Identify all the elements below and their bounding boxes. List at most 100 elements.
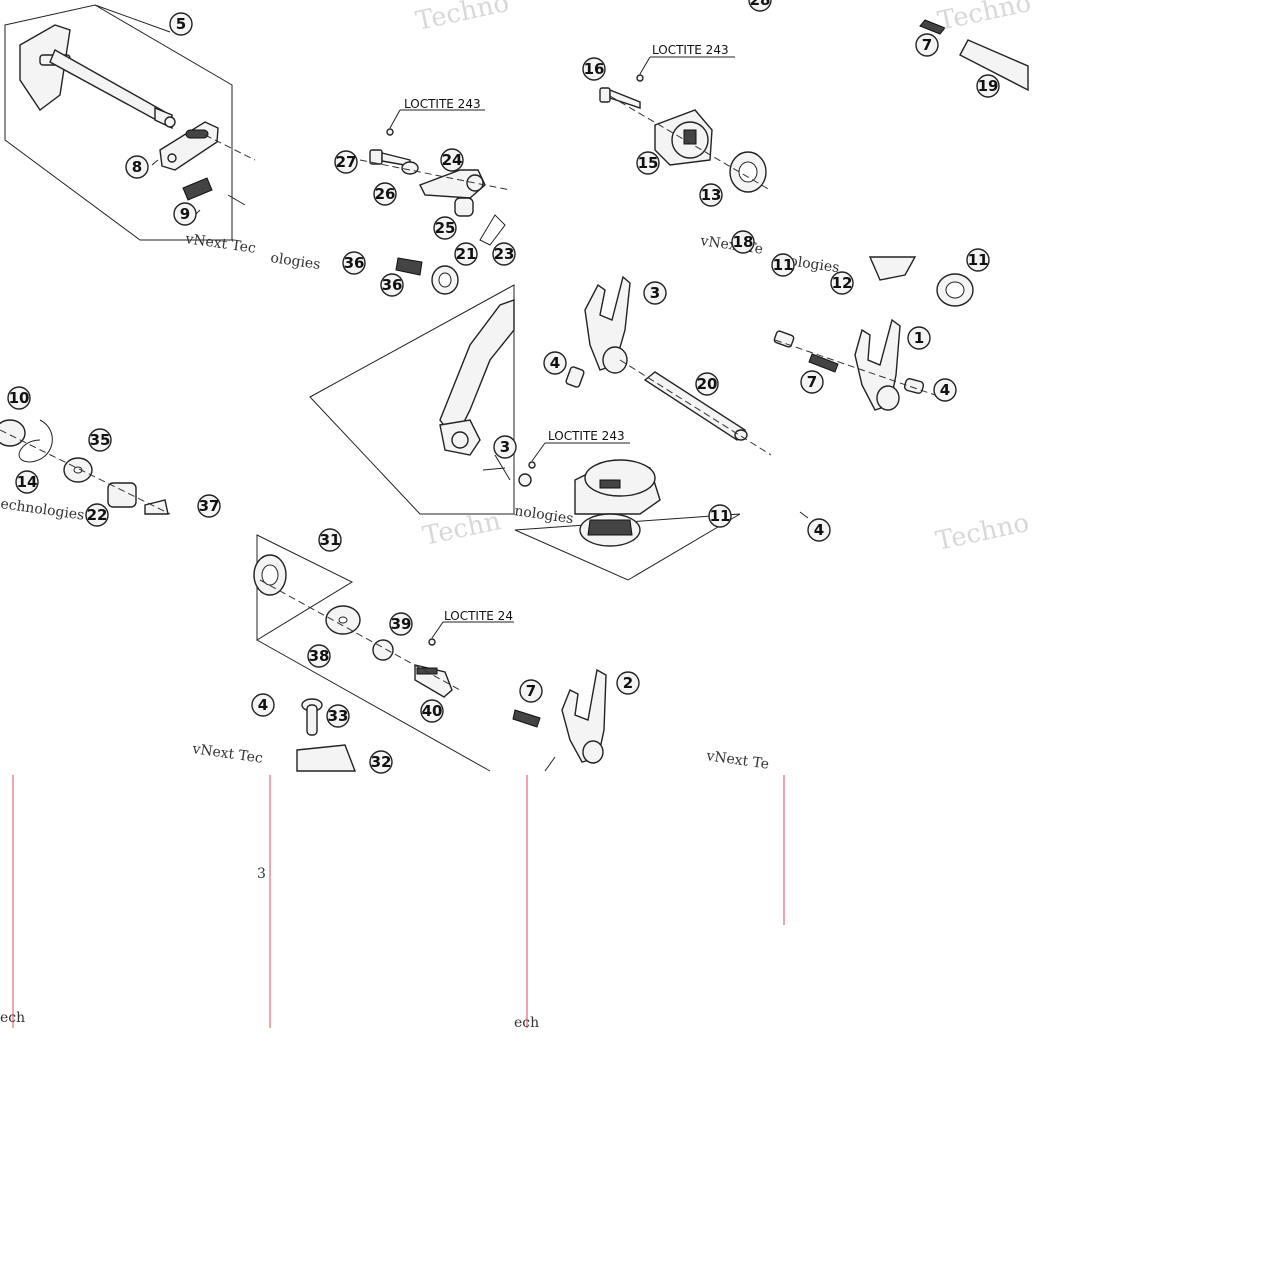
callout-14: 14: [15, 470, 39, 494]
svg-text:15: 15: [638, 154, 659, 172]
svg-text:25: 25: [435, 219, 456, 237]
watermark-brand: Techn: [420, 506, 504, 552]
spring-7-part: [808, 353, 839, 373]
callout-9: 9: [173, 202, 197, 226]
watermark-site: vNext Te: [704, 748, 770, 773]
svg-text:39: 39: [391, 615, 412, 633]
washer-35-part: [63, 457, 93, 483]
callout-8: 8: [125, 155, 149, 179]
callout-33: 33: [326, 704, 350, 728]
tile-shift-pedal: [309, 257, 515, 515]
callout-4: 4: [543, 351, 567, 375]
tile-shift-fork-3: [518, 275, 772, 515]
shift-fork-2-part: [561, 668, 607, 764]
svg-text:18: 18: [733, 233, 754, 251]
svg-text:3: 3: [500, 438, 510, 456]
tile-shift-shaft: [4, 4, 256, 241]
svg-text:11: 11: [968, 251, 989, 269]
svg-text:36: 36: [344, 254, 365, 272]
svg-text:28: 28: [750, 0, 771, 9]
spring-9-part: [182, 177, 213, 201]
callout-12: 12: [830, 271, 854, 295]
watermark-tech: echnologies: [0, 496, 85, 524]
callout-20: 20: [695, 372, 719, 396]
loctite-label: LOCTITE 243: [652, 43, 729, 57]
svg-text:4: 4: [940, 381, 950, 399]
tile-lever-bolt: [253, 534, 514, 772]
svg-text:8: 8: [132, 158, 142, 176]
callout-23: 23: [492, 242, 516, 266]
ring-13-part: [729, 151, 767, 193]
watermark-fragment: 3: [257, 866, 266, 882]
callout-11: 11: [966, 248, 990, 272]
svg-text:7: 7: [922, 36, 932, 54]
screw-16-part: [599, 87, 641, 109]
svg-text:9: 9: [180, 205, 190, 223]
callout-13: 13: [699, 183, 723, 207]
svg-text:4: 4: [550, 354, 560, 372]
spring-7-part: [512, 709, 541, 728]
callout-4: 4: [251, 693, 275, 717]
callout-32: 32: [369, 750, 393, 774]
watermark-fragment: ech: [0, 1010, 25, 1026]
shift-drum-locator-15-part: [654, 109, 713, 166]
svg-text:23: 23: [494, 245, 515, 263]
callout-38: 38: [307, 644, 331, 668]
tile-shift-rail-top: [919, 19, 1029, 92]
ring-11-part: [936, 273, 974, 307]
watermark-site: vNext Tec: [183, 231, 256, 257]
watermark-tech: nologies: [513, 503, 574, 527]
loctite-drop-icon: [636, 74, 644, 82]
callout-40: 40: [420, 699, 444, 723]
svg-text:27: 27: [336, 153, 357, 171]
tile-shift-fork-2: [512, 513, 741, 772]
svg-text:40: 40: [422, 702, 443, 720]
svg-text:31: 31: [320, 531, 341, 549]
callout-11: 11: [771, 253, 795, 277]
mount-32-part: [296, 744, 357, 772]
callout-35: 35: [88, 428, 112, 452]
callout-36: 36: [380, 273, 404, 297]
watermark-site: vNext Tec: [190, 741, 263, 767]
svg-text:5: 5: [176, 15, 186, 33]
callout-22: 22: [85, 503, 109, 527]
watermark-brand: Techno: [935, 0, 1034, 37]
callout-19: 19: [976, 74, 1000, 98]
tile-shift-fork-1: [773, 256, 974, 411]
callout-21: 21: [454, 242, 478, 266]
shift-lever-plate-part: [159, 121, 219, 171]
shift-drum-part: [574, 459, 661, 515]
callout-26: 26: [373, 182, 397, 206]
svg-text:3: 3: [650, 284, 660, 302]
svg-text:1: 1: [914, 329, 924, 347]
callout-39: 39: [389, 612, 413, 636]
callout-11: 11: [708, 504, 732, 528]
bushing-25-part: [454, 197, 474, 217]
washer-38-part: [325, 605, 361, 635]
pin-4-part: [903, 378, 925, 394]
loctite-drop-icon: [386, 128, 394, 136]
callout-10: 10: [7, 386, 31, 410]
callout-5: 5: [169, 12, 193, 36]
callout-15: 15: [636, 151, 660, 175]
svg-text:37: 37: [199, 497, 220, 515]
callout-28: 28: [748, 0, 772, 12]
svg-text:7: 7: [807, 373, 817, 391]
loctite-label: LOCTITE 243: [404, 97, 481, 111]
svg-text:35: 35: [90, 431, 111, 449]
svg-text:4: 4: [258, 696, 268, 714]
callout-31: 31: [318, 528, 342, 552]
watermark-fragment: ech: [514, 1015, 539, 1031]
svg-text:22: 22: [87, 506, 108, 524]
svg-text:16: 16: [584, 60, 605, 78]
callout-36: 36: [342, 251, 366, 275]
svg-text:36: 36: [382, 276, 403, 294]
lock-washer-39-part: [372, 639, 394, 661]
svg-text:26: 26: [375, 185, 396, 203]
washer-26-part: [401, 161, 419, 175]
callout-2: 2: [616, 671, 640, 695]
callout-37: 37: [197, 494, 221, 518]
svg-text:19: 19: [978, 77, 999, 95]
svg-text:13: 13: [701, 186, 722, 204]
